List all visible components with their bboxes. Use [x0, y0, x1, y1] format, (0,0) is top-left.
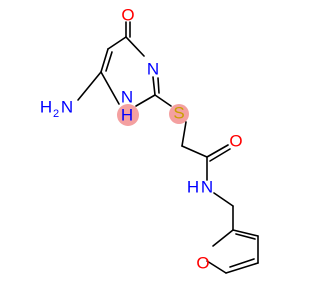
- bond-n-ch2: [213, 192, 234, 207]
- bond-c3-c2-double: [105, 51, 113, 72]
- bond-ch2-c: [181, 145, 208, 158]
- bond-furan-c5-o: [206, 260, 227, 274]
- bond-c6-n5-double: [157, 77, 160, 94]
- bond-c6-s: [154, 94, 172, 107]
- bond-c-o-double: [209, 148, 231, 162]
- molecule-structure: O N N H S O N H O H 2 N: [40, 5, 259, 274]
- bond-c2-nh2: [77, 71, 102, 101]
- bond-s-ch2: [181, 121, 187, 147]
- atom-hydrogen-amide: H: [187, 177, 199, 196]
- bond-c4-c5: [125, 36, 145, 57]
- bond-c3-c2: [100, 48, 109, 73]
- atom-amino-nitrogen: N: [61, 97, 73, 116]
- bond-furan-c4-c5-double: [229, 258, 255, 268]
- highlight-sulfur: [169, 104, 189, 124]
- atom-amino-subscript: 2: [53, 108, 59, 120]
- highlight-ring-nh: [117, 104, 139, 126]
- atom-oxygen-amide: O: [229, 131, 242, 150]
- bond-c2-n1: [100, 71, 120, 105]
- bond-n1-c6: [135, 94, 156, 107]
- bond-c6-n5: [152, 76, 156, 96]
- atom-amino-hydrogen: H: [40, 97, 52, 116]
- bond-furan-c2-c3: [232, 229, 259, 237]
- atom-sulfur: S: [173, 103, 184, 122]
- atom-nitrogen-ring: N: [147, 59, 159, 78]
- atom-nitrogen-ring-nh: N: [121, 87, 133, 106]
- bond-furan-c2-c3-double: [235, 233, 256, 240]
- bond-c4-c3: [107, 36, 127, 50]
- atom-oxygen-furan: O: [196, 253, 209, 272]
- bond-furan-c4-c5: [225, 262, 259, 274]
- atom-hydrogen-ring-nh: H: [121, 105, 133, 124]
- atom-oxygen-carbonyl: O: [121, 5, 134, 24]
- bond-c-o: [206, 144, 229, 158]
- atom-nitrogen-amide: N: [201, 177, 213, 196]
- bond-furan-c2-o: [212, 229, 234, 247]
